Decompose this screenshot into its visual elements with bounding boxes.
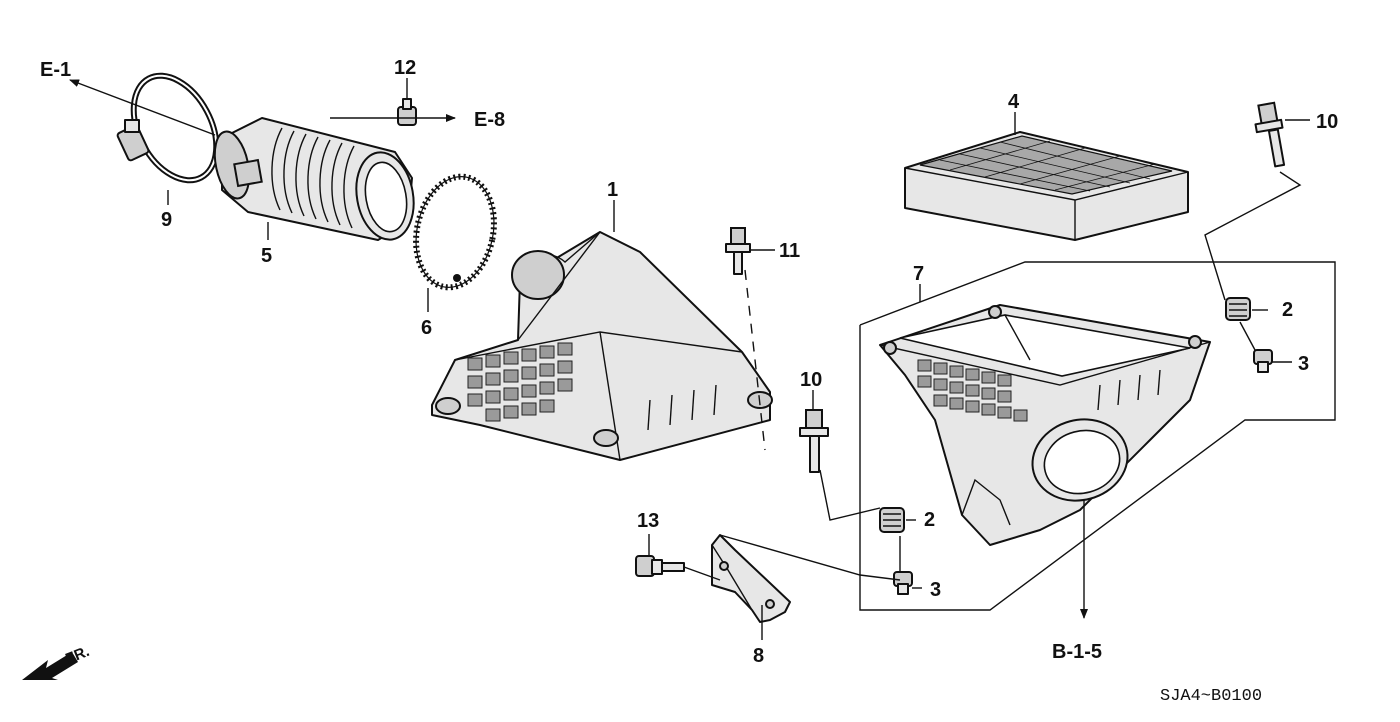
callout-11: 11 <box>779 240 800 262</box>
callout-12: 12 <box>394 57 416 79</box>
callout-13: 13 <box>637 510 659 532</box>
reference-e1: E-1 <box>40 59 71 81</box>
part-6-gasket-ring <box>413 173 497 291</box>
callout-10-upper: 10 <box>1316 111 1338 133</box>
callout-9: 9 <box>161 209 172 231</box>
part-2-grommet-lower <box>879 507 905 533</box>
front-label: FR. <box>63 643 92 668</box>
callout-10-lower: 10 <box>800 369 822 391</box>
callout-2-right: 2 <box>1282 299 1293 321</box>
part-10-bolt-upper <box>1254 101 1286 168</box>
reference-b15: B-1-5 <box>1052 641 1102 663</box>
reference-arrows <box>69 79 1088 619</box>
part-4-air-filter-element <box>904 131 1189 241</box>
leader-lines <box>167 78 1336 640</box>
callout-6: 6 <box>421 317 432 339</box>
part-2-grommet-right <box>1225 297 1251 321</box>
callout-2-lower: 2 <box>924 509 935 531</box>
callout-4: 4 <box>1008 91 1020 113</box>
part-1-air-cleaner-cover <box>431 231 773 461</box>
part-7-air-cleaner-case <box>879 304 1211 546</box>
callout-5: 5 <box>261 245 272 267</box>
diagram-code: SJA4~B0100 <box>1160 687 1262 706</box>
part-3-collar-lower <box>893 571 913 595</box>
part-9-hose-clamp <box>116 72 220 184</box>
callout-3-right: 3 <box>1298 353 1309 375</box>
part-12-nut <box>397 98 417 126</box>
part-10-bolt-lower <box>799 409 829 473</box>
callout-7: 7 <box>913 263 924 285</box>
reference-e8: E-8 <box>474 109 505 131</box>
callout-8: 8 <box>753 645 764 667</box>
part-8-bracket <box>711 534 791 623</box>
part-3-collar-right <box>1253 349 1273 373</box>
part-5-intake-tube <box>213 117 415 241</box>
front-direction-arrow-icon <box>22 652 78 680</box>
part-11-bolt <box>725 227 751 275</box>
part-13-bolt <box>635 555 685 577</box>
callout-1: 1 <box>607 179 618 201</box>
callout-3-lower: 3 <box>930 579 941 601</box>
